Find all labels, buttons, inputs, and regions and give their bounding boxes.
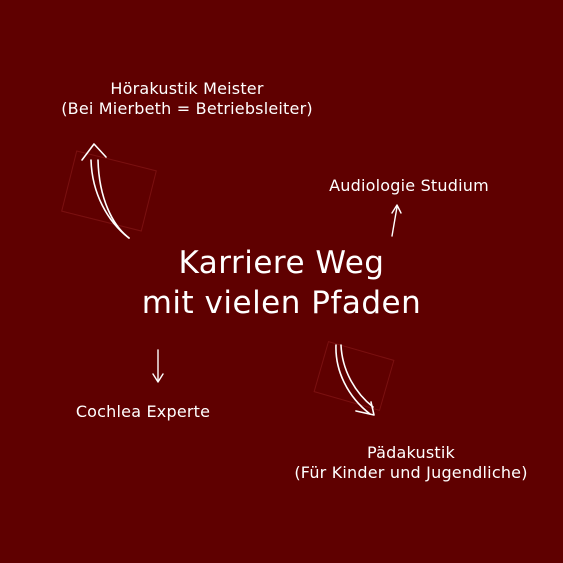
- node-meister-subtitle: (Bei Mierbeth = Betriebsleiter): [61, 99, 313, 118]
- node-paedakustik-title: Pädakustik: [367, 443, 455, 462]
- node-paedakustik: Pädakustik (Für Kinder und Jugendliche): [276, 443, 546, 483]
- node-meister: Hörakustik Meister (Bei Mierbeth = Betri…: [40, 79, 334, 119]
- node-paedakustik-subtitle: (Für Kinder und Jugendliche): [294, 463, 528, 482]
- faint-square-left: [61, 150, 157, 232]
- small-arrow-down-icon: [152, 349, 164, 383]
- central-title-line2: mit vielen Pfaden: [141, 285, 422, 321]
- node-meister-title: Hörakustik Meister: [110, 79, 264, 98]
- small-arrow-up-icon: [391, 204, 402, 237]
- node-audiologie: Audiologie Studium: [316, 176, 502, 196]
- central-title: Karriere Weg mit vielen Pfaden: [0, 243, 563, 323]
- node-audiologie-title: Audiologie Studium: [329, 176, 489, 195]
- central-title-line1: Karriere Weg: [178, 245, 385, 281]
- curved-arrow-up-icon: [81, 143, 130, 239]
- node-cochlea: Cochlea Experte: [62, 402, 224, 422]
- node-cochlea-title: Cochlea Experte: [75, 402, 211, 421]
- faint-square-right: [313, 341, 395, 411]
- curved-arrow-down-icon: [335, 344, 375, 416]
